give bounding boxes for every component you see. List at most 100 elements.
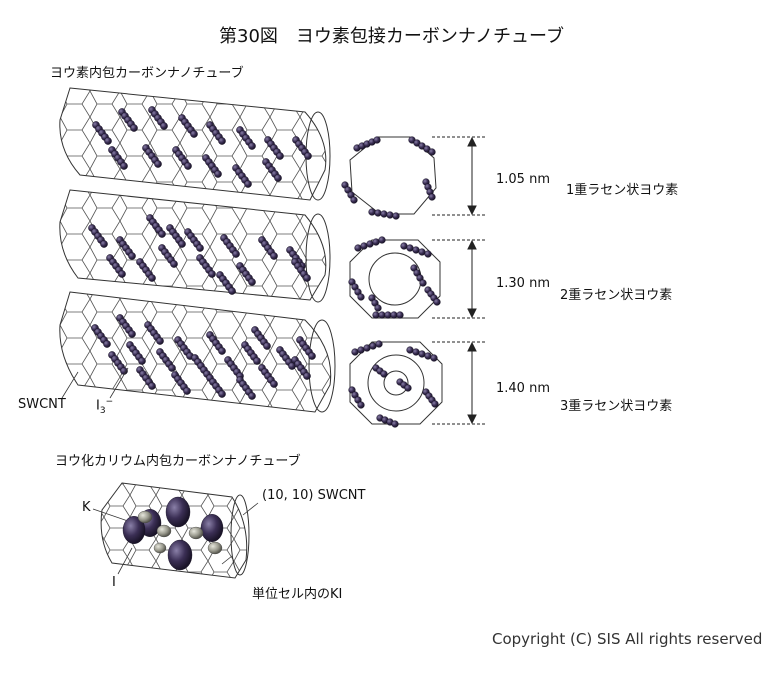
- cross-section-atom: [357, 293, 365, 301]
- iodine-atom: [228, 287, 236, 295]
- potassium-ion: [137, 510, 153, 524]
- iodine-atom: [270, 252, 278, 260]
- iodine-atom: [218, 347, 226, 355]
- unit-cell-label: 単位セル内のKI: [252, 587, 343, 602]
- cross-section-atom: [406, 244, 414, 252]
- cross-section-atom: [354, 244, 362, 252]
- cross-section-atom: [378, 236, 386, 244]
- nanotube-single-helix: [59, 87, 331, 201]
- cross-section-atom: [378, 311, 386, 319]
- iodine-atom: [104, 137, 112, 145]
- iodine-atom: [218, 137, 226, 145]
- iodine-atom: [103, 340, 111, 348]
- iodine-atom-chains: [88, 106, 316, 400]
- iodine-atom: [303, 372, 311, 380]
- iodine-atom: [168, 364, 176, 372]
- iodine-atom: [276, 152, 284, 160]
- iodine-atom: [270, 380, 278, 388]
- iodine-atom: [128, 330, 136, 338]
- cross-section-atom: [384, 311, 392, 319]
- cross-section-atom: [372, 238, 380, 246]
- iodide-ion: [167, 539, 193, 571]
- cross-section-atom: [380, 370, 388, 378]
- cross-section-atom: [357, 401, 365, 409]
- cross-section-atom: [424, 352, 432, 360]
- cross-section-atom: [369, 342, 377, 350]
- cross-section-atom: [372, 311, 380, 319]
- cross-section-atom: [418, 350, 426, 358]
- iodine-atom: [184, 162, 192, 170]
- iodine-atom: [128, 252, 136, 260]
- cross-section-atom: [400, 242, 408, 250]
- iodine-atom: [218, 390, 226, 398]
- swcnt-1010-label: (10, 10) SWCNT: [262, 488, 366, 503]
- cross-section-atom: [390, 311, 398, 319]
- cross-section-atom: [428, 193, 436, 201]
- section-title-ki: ヨウ化カリウム内包カーボンナノチューブ: [55, 454, 301, 469]
- diameter-1: 1.05 nm: [496, 172, 550, 187]
- cross-section-iodine-atoms: [341, 136, 441, 428]
- diameter-3: 1.40 nm: [496, 381, 550, 396]
- helix-label-3: 3重ラセン状ヨウ素: [560, 399, 673, 414]
- cross-section-atom: [391, 420, 399, 428]
- cross-section-atom: [404, 384, 412, 392]
- iodine-atom: [214, 170, 222, 178]
- potassium-ion: [207, 541, 223, 555]
- iodine-atom: [248, 142, 256, 150]
- cross-section-atom: [374, 209, 382, 217]
- cross-section-atom: [363, 344, 371, 352]
- diameter-2: 1.30 nm: [496, 276, 550, 291]
- section-title-iodine: ヨウ素内包カーボンナノチューブ: [50, 66, 244, 81]
- cross-section-triple: [349, 341, 443, 425]
- dimension-markers: [432, 136, 487, 425]
- copyright-text: Copyright (C) SIS All rights reserved: [492, 630, 763, 648]
- nanotube-triple-helix: [59, 291, 336, 413]
- potassium-ion: [153, 542, 167, 554]
- iodine-atom: [303, 274, 311, 282]
- iodide-label: I: [112, 575, 116, 590]
- cross-section-atom: [424, 250, 432, 258]
- cross-section-atom: [418, 248, 426, 256]
- cross-section-atom: [392, 212, 400, 220]
- iodine-atom: [130, 124, 138, 132]
- iodine-atom: [232, 250, 240, 258]
- iodine-atom: [304, 152, 312, 160]
- iodine-atom: [118, 270, 126, 278]
- figure-title: 第30図 ヨウ素包接カーボンナノチューブ: [219, 26, 564, 47]
- iodine-atom: [156, 337, 164, 345]
- ki-atoms: [122, 496, 224, 571]
- cross-section-atom: [374, 304, 382, 312]
- cross-section-atom: [419, 279, 427, 287]
- iodine-atom: [196, 244, 204, 252]
- iodine-atom: [138, 357, 146, 365]
- nanotube-ki: [100, 482, 250, 579]
- iodine-atom: [208, 270, 216, 278]
- iodide-ion: [200, 514, 224, 542]
- iodine-atom: [120, 162, 128, 170]
- iodine-atom: [190, 130, 198, 138]
- i3-ion-label: I3−: [96, 397, 113, 416]
- iodine-atom: [263, 342, 271, 350]
- iodine-atom: [308, 352, 316, 360]
- iodine-atom: [244, 180, 252, 188]
- cross-section-atom: [350, 196, 358, 204]
- cross-section-atom: [380, 210, 388, 218]
- iodide-ion: [165, 496, 191, 528]
- iodine-atom: [148, 274, 156, 282]
- cross-section-atom: [386, 211, 394, 219]
- helix-label-2: 2重ラセン状ヨウ素: [560, 288, 673, 303]
- swcnt-label: SWCNT: [18, 397, 66, 412]
- cross-section-atom: [366, 240, 374, 248]
- cross-section-atom: [360, 242, 368, 250]
- iodine-atom: [183, 387, 191, 395]
- iodine-atom: [160, 122, 168, 130]
- helix-label-1: 1重ラセン状ヨウ素: [566, 183, 679, 198]
- cross-section-atom: [428, 148, 436, 156]
- potassium-ion: [156, 524, 172, 538]
- iodine-atom: [253, 357, 261, 365]
- iodine-atom: [274, 174, 282, 182]
- cross-section-atom: [357, 346, 365, 354]
- cross-section-atom: [351, 348, 359, 356]
- potassium-label: K: [82, 500, 91, 515]
